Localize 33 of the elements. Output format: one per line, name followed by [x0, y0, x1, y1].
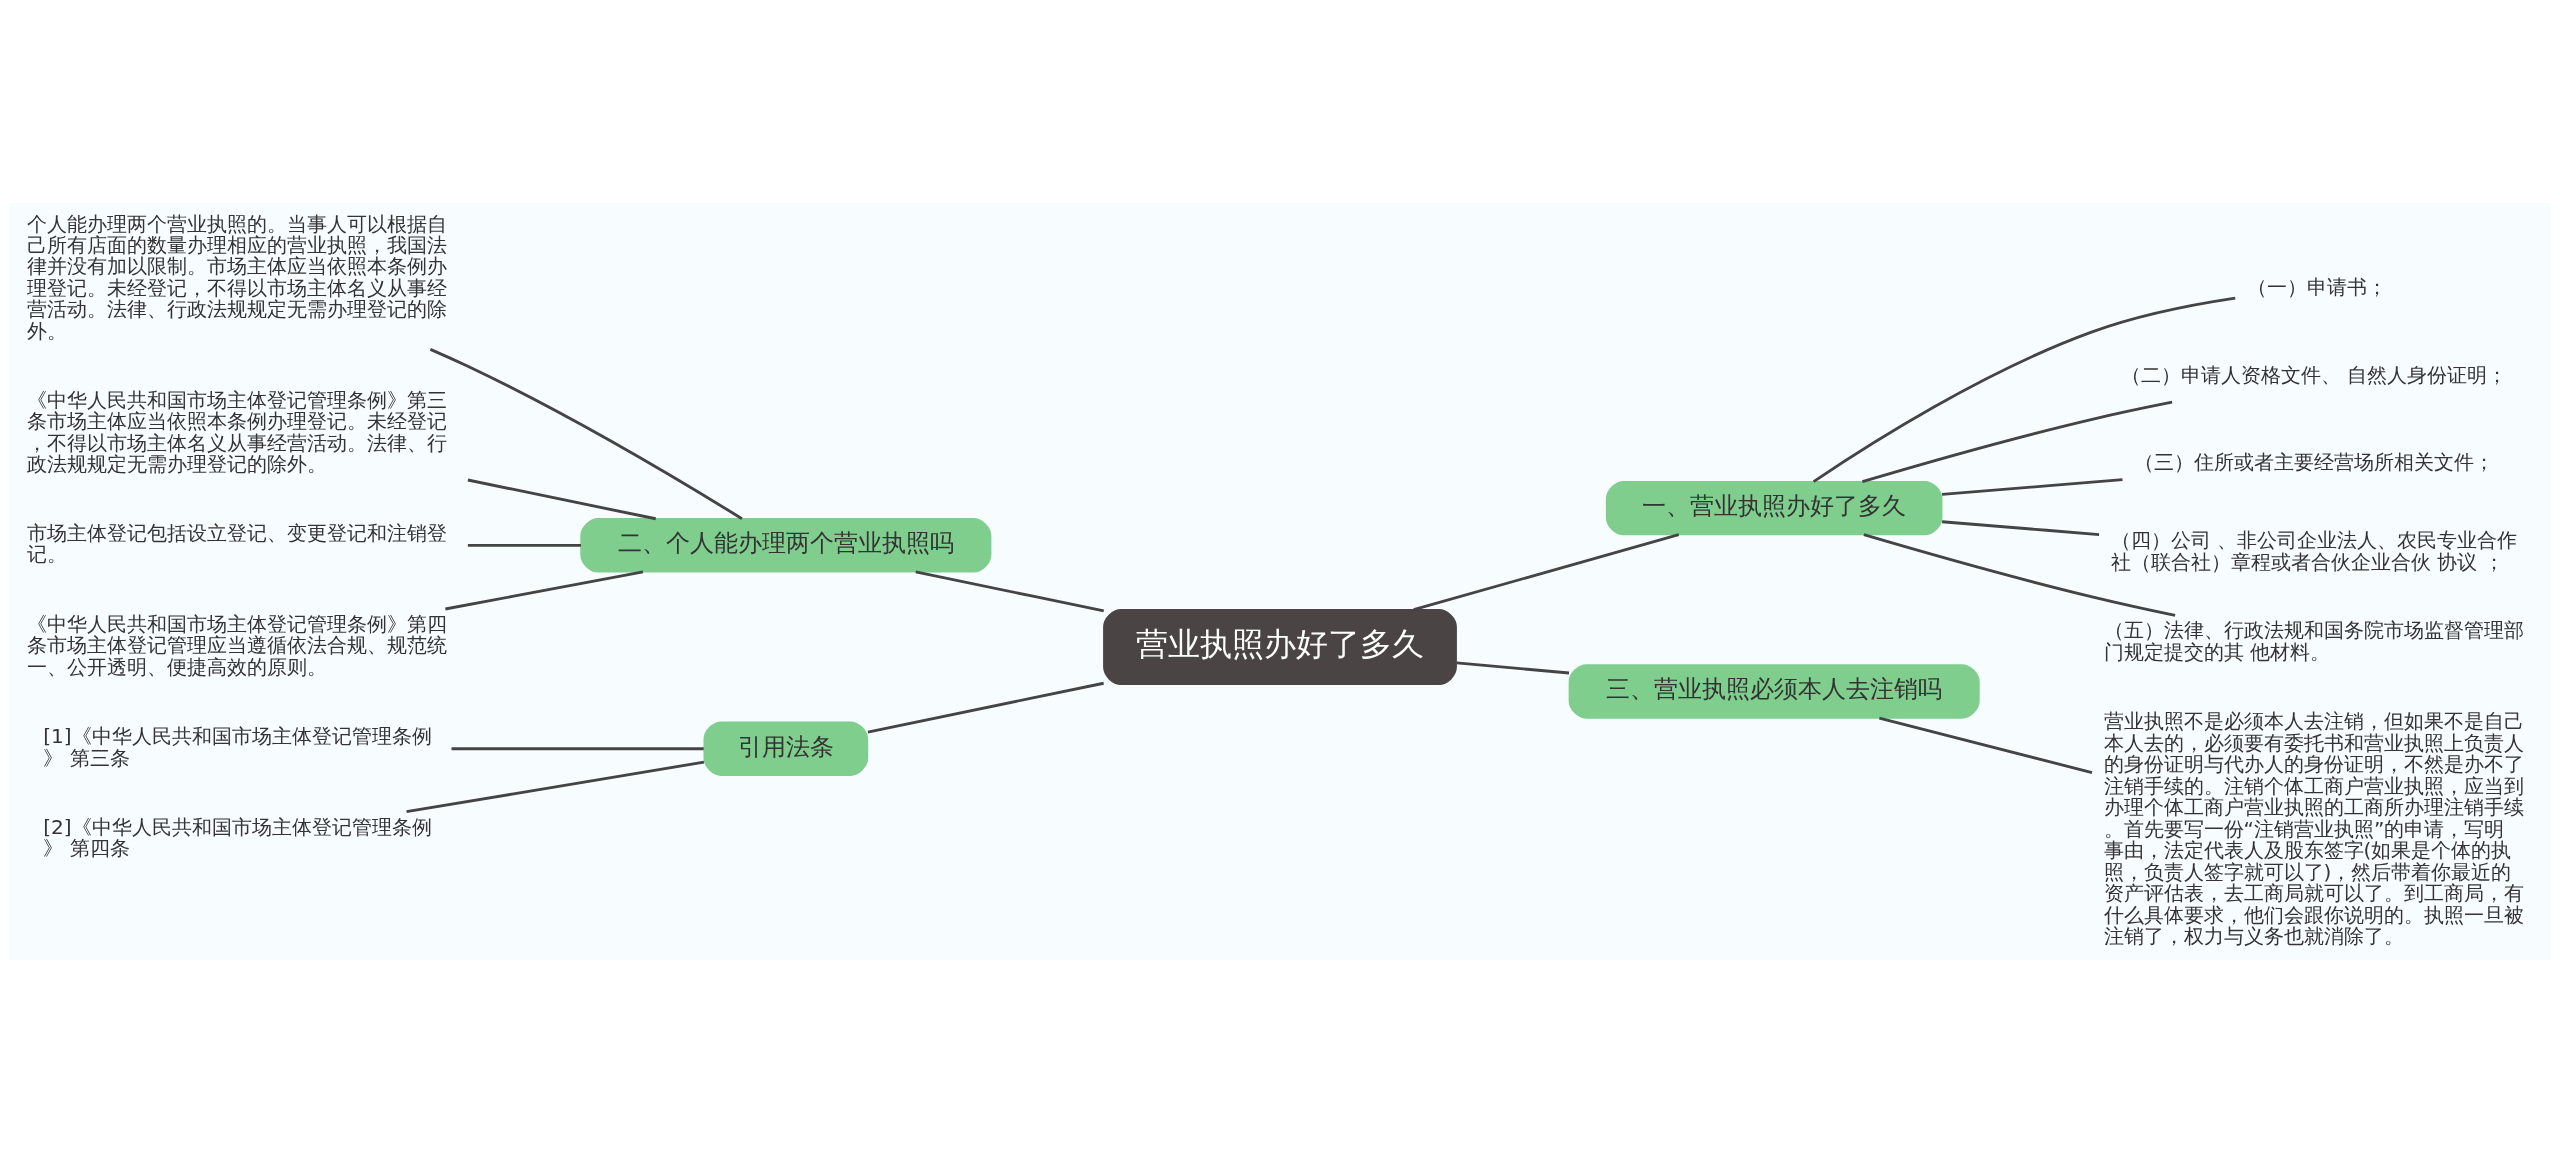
connector	[451, 747, 704, 751]
connector	[1413, 533, 1680, 611]
node-box: 二、个人能办理两个营业执照吗	[580, 518, 992, 573]
node-text: 市场主体登记包括设立登记、变更登记和注销登记。	[26, 520, 447, 567]
node-box: 一、营业执照办好了多久	[1605, 480, 1943, 536]
node-text: （四）公司 、非公司企业法人、农民专业合作社（联合社）章程或者合伙企业合伙 协议 ；	[2110, 528, 2518, 574]
node-text: （一）申请书；	[2246, 275, 2387, 300]
node-text: 个人能办理两个营业执照的。当事人可以根据自己所有店面的数量办理相应的营业执照，我国法律并没有加以限制。市场主体应当依照本条例办理登记。未经登记，不得以市场主体名义从事经营活动。法律、行政法规规定无需办理登记的除外。	[26, 211, 447, 343]
node-text: 营业执照不是必须本人去注销，但如果不是自己本人去的，必须要有委托书和营业执照上负责人的身份证明与代办人的身份证明，不然是办不了注销手续的。注销个体工商户营业执照，应当到办理个体工商户营业执照的工商所办理注销手续。首先要写一份“注销营业执照”的申请，写明事由，法定代表人及股东签字(如果是个体的执照，负责人签字就可以了)，然后带着你最近的资产评估表，去工商局就可以了。到工商局，有什么具体要求，他们会跟你说明的。执照一旦被注销了，权力与义务也就消除了。	[2103, 709, 2524, 949]
connector	[1941, 520, 2100, 537]
node-box: 引用法条	[703, 721, 869, 776]
node-box: 三、营业执照必须本人去注销吗	[1568, 664, 1980, 719]
node-text: （二）申请人资格文件、 自然人身份证明；	[2120, 362, 2508, 387]
connector	[1863, 533, 2176, 617]
node-text: [2]《中华人民共和国市场主体登记管理条例》 第四条	[43, 814, 432, 861]
connector	[445, 570, 644, 611]
connector	[1941, 478, 2123, 496]
node-box: 营业执照办好了多久	[1103, 609, 1457, 685]
connector	[467, 478, 657, 521]
connector	[867, 681, 1104, 734]
connector	[1812, 296, 2236, 483]
node-text: 《中华人民共和国市场主体登记管理条例》第三条市场主体应当依照本条例办理登记。未经登记，不得以市场主体名义从事经营活动。法律、行政法规规定无需办理登记的除外。	[26, 387, 447, 477]
connector	[915, 570, 1105, 613]
connector	[1862, 400, 2173, 483]
connector	[429, 348, 743, 520]
connector	[1456, 661, 1570, 675]
connector	[467, 543, 581, 547]
connector	[406, 760, 705, 814]
node-text: （五）法律、行政法规和国务院市场监督管理部门规定提交的其 他材料。	[2103, 618, 2524, 664]
connector	[1879, 716, 2093, 774]
node-text: 《中华人民共和国市场主体登记管理条例》第四条市场主体登记管理应当遵循依法合规、规范统一、公开透明、便捷高效的原则。	[26, 611, 447, 679]
node-text: [1]《中华人民共和国市场主体登记管理条例》 第三条	[43, 724, 432, 770]
node-text: （三）住所或者主要经营场所相关文件；	[2134, 449, 2495, 474]
